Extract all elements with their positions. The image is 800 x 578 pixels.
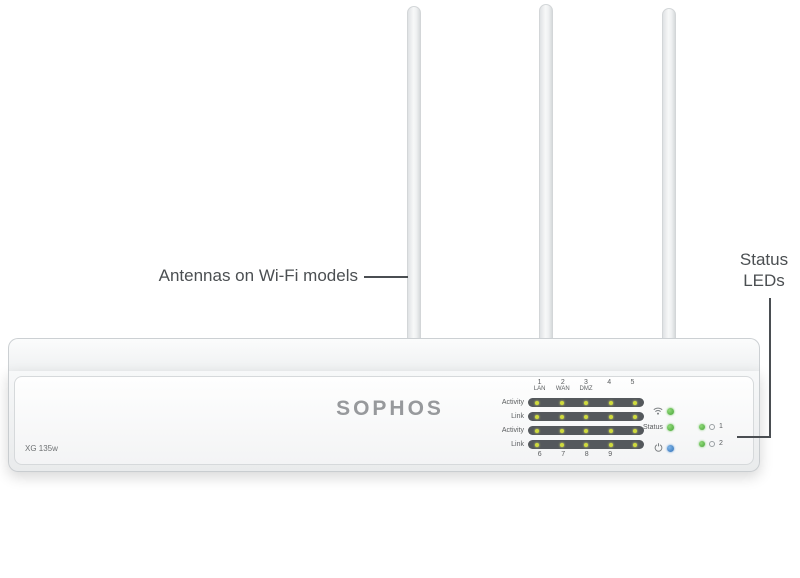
port-led [633,400,637,405]
port-led [535,400,539,405]
side-led-green [699,423,705,430]
led-row-label: Activity [501,399,524,406]
status-label: Status [643,424,663,431]
port-led [535,428,539,433]
port-number: 1 [537,379,542,386]
side-led-green [699,440,705,447]
port-led [584,428,588,433]
port-led [633,414,637,419]
bottom-port-numbers: 6 7 8 9 [528,451,622,458]
side-led-ring [709,423,715,430]
brand-logo: SOPHOS [336,397,444,420]
port-header: 4 [598,379,621,393]
port-number: 3 [584,379,588,386]
power-icon [654,439,663,457]
port-led [559,428,564,433]
port-led [633,442,637,447]
port-header: 3 DMZ [574,379,597,393]
port-header: 1 LAN [528,379,551,393]
port-number: 8 [584,451,589,458]
antennas-annotation: Antennas on Wi-Fi models [158,266,358,285]
led-row-label: Link [511,413,524,420]
led-bar-link-top [528,412,644,421]
antenna-right [662,8,676,346]
status-leds-annotation: Status LEDs [731,249,797,291]
status-led-row: Status [643,424,674,431]
model-label: XG 135w [25,444,58,453]
port-led [559,400,564,405]
port-led [559,414,564,419]
side-led-ring [709,440,715,447]
port-led [633,428,637,433]
antenna-left [407,6,421,346]
side-led-row-1: 1 [699,423,723,430]
side-led-label: 2 [719,440,723,447]
port-number: 9 [608,451,613,458]
device-top-surface [8,338,760,372]
status-leds-callout-line-horizontal [737,436,770,438]
antennas-callout-line [364,276,408,278]
status-led [666,424,674,431]
port-led [584,442,588,447]
port-number: 5 [630,379,635,386]
port-led [535,442,539,447]
port-number: 4 [607,379,612,386]
wifi-led [667,407,674,415]
port-name: DMZ [579,386,593,392]
wifi-icon [653,402,663,420]
power-led [667,444,674,452]
port-led [608,428,613,433]
led-bar-activity-top [528,398,644,407]
side-led-row-2: 2 [699,440,723,447]
port-column-headers: 1 LAN 2 WAN 3 DMZ 4 5 [528,379,644,393]
led-row-label: Link [511,441,524,448]
led-bar-activity-bottom [528,426,644,435]
side-led-label: 1 [719,423,723,430]
port-led [584,414,588,419]
port-number: 6 [537,451,542,458]
antenna-middle [539,4,553,346]
status-leds-callout-line-vertical [769,298,771,438]
status-leds-annotation-line1: Status [739,250,789,269]
power-led-row [654,439,674,457]
port-name: LAN [533,386,546,392]
port-led [535,414,539,419]
port-name: WAN [555,386,570,392]
port-led [608,442,613,447]
port-led [559,442,564,447]
port-header: 2 WAN [551,379,574,393]
port-led [608,414,613,419]
status-leds-annotation-line2: LEDs [743,271,785,290]
wifi-status-row [653,402,674,420]
port-led [584,400,588,405]
port-number: 7 [561,451,566,458]
port-led [608,400,613,405]
port-number: 2 [560,379,565,386]
port-header: 5 [621,379,644,393]
led-bar-link-bottom [528,440,644,449]
led-row-label: Activity [501,427,524,434]
